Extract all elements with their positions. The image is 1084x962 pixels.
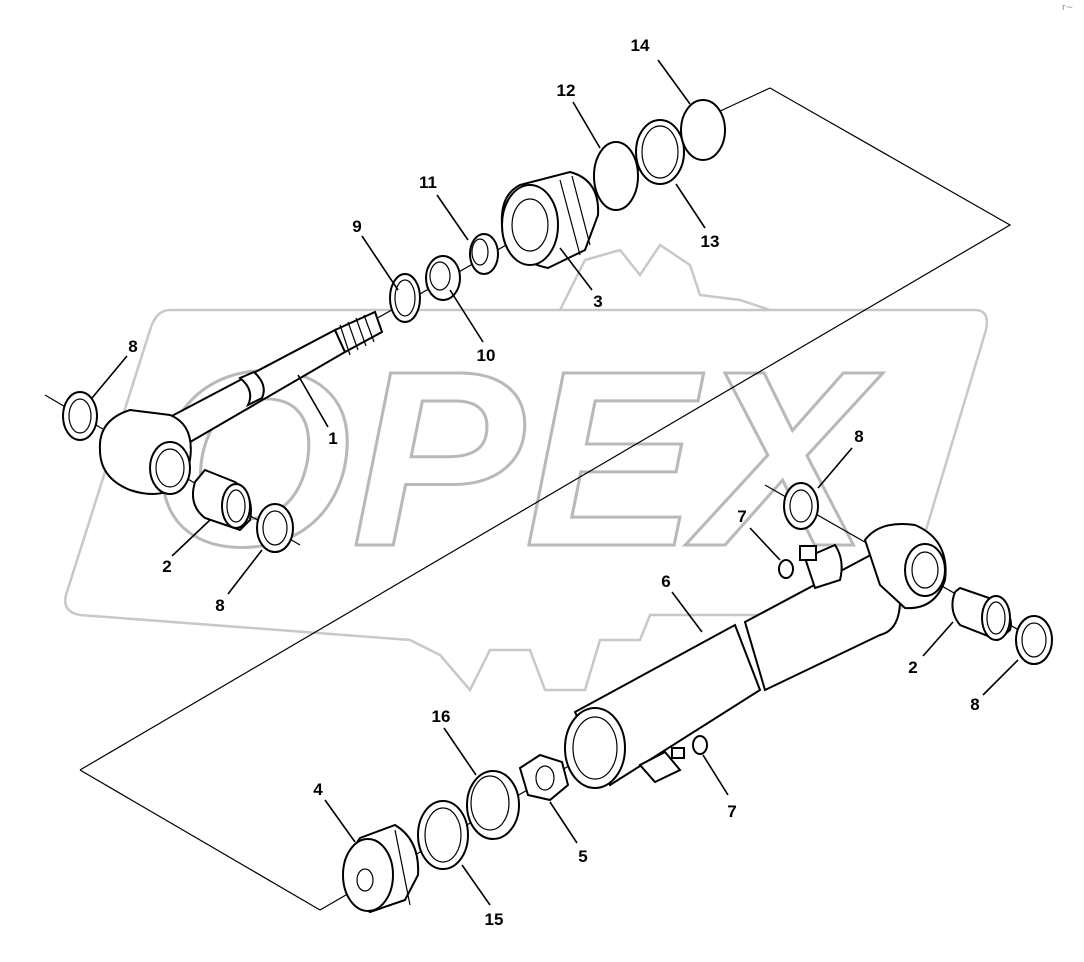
piston-rod-icon <box>98 310 384 495</box>
callout-12: 12 <box>557 81 576 100</box>
callout-labels: 8 1 2 8 9 11 10 12 14 13 3 8 7 6 2 8 7 1… <box>128 36 979 929</box>
rod-seal-icon <box>469 233 499 275</box>
callout-16: 16 <box>432 707 451 726</box>
callout-4: 4 <box>313 780 323 799</box>
o-ring-icon <box>680 99 726 161</box>
snap-ring-icon <box>389 273 421 323</box>
callout-8: 8 <box>854 427 863 446</box>
seal-ring-icon <box>783 482 819 530</box>
callout-13: 13 <box>701 232 720 251</box>
o-ring-small-icon <box>778 559 794 579</box>
callout-1: 1 <box>328 429 337 448</box>
callout-2: 2 <box>162 557 171 576</box>
callout-2: 2 <box>908 658 917 677</box>
seal-ring-icon <box>62 391 98 441</box>
bushing-icon <box>192 468 252 532</box>
seal-ring-icon <box>1015 615 1053 665</box>
backup-ring-icon <box>635 119 685 185</box>
callout-9: 9 <box>352 217 361 236</box>
corner-mark: r~ <box>1062 3 1073 13</box>
callout-8: 8 <box>215 596 224 615</box>
callout-8: 8 <box>970 695 979 714</box>
o-ring-icon <box>593 141 639 211</box>
wiper-seal-icon <box>425 255 461 301</box>
leader-lines <box>91 59 1019 906</box>
piston-icon <box>342 823 420 914</box>
o-ring-small-icon <box>692 735 708 755</box>
cylinder-barrel-icon <box>564 523 947 789</box>
callout-3: 3 <box>593 292 602 311</box>
piston-seal-icon <box>466 770 520 840</box>
seal-ring-icon <box>256 503 294 553</box>
wear-ring-icon <box>417 800 469 870</box>
callout-7: 7 <box>727 802 736 821</box>
callout-5: 5 <box>578 847 587 866</box>
callout-15: 15 <box>485 910 504 929</box>
callout-10: 10 <box>477 346 496 365</box>
nut-icon <box>518 753 570 802</box>
watermark-text: OPEX <box>150 319 884 598</box>
callout-7: 7 <box>737 507 746 526</box>
bushing-icon <box>951 586 1012 642</box>
callout-14: 14 <box>631 36 650 55</box>
callout-8: 8 <box>128 337 137 356</box>
gland-icon <box>500 170 600 270</box>
callout-11: 11 <box>419 173 437 192</box>
callout-6: 6 <box>661 572 670 591</box>
